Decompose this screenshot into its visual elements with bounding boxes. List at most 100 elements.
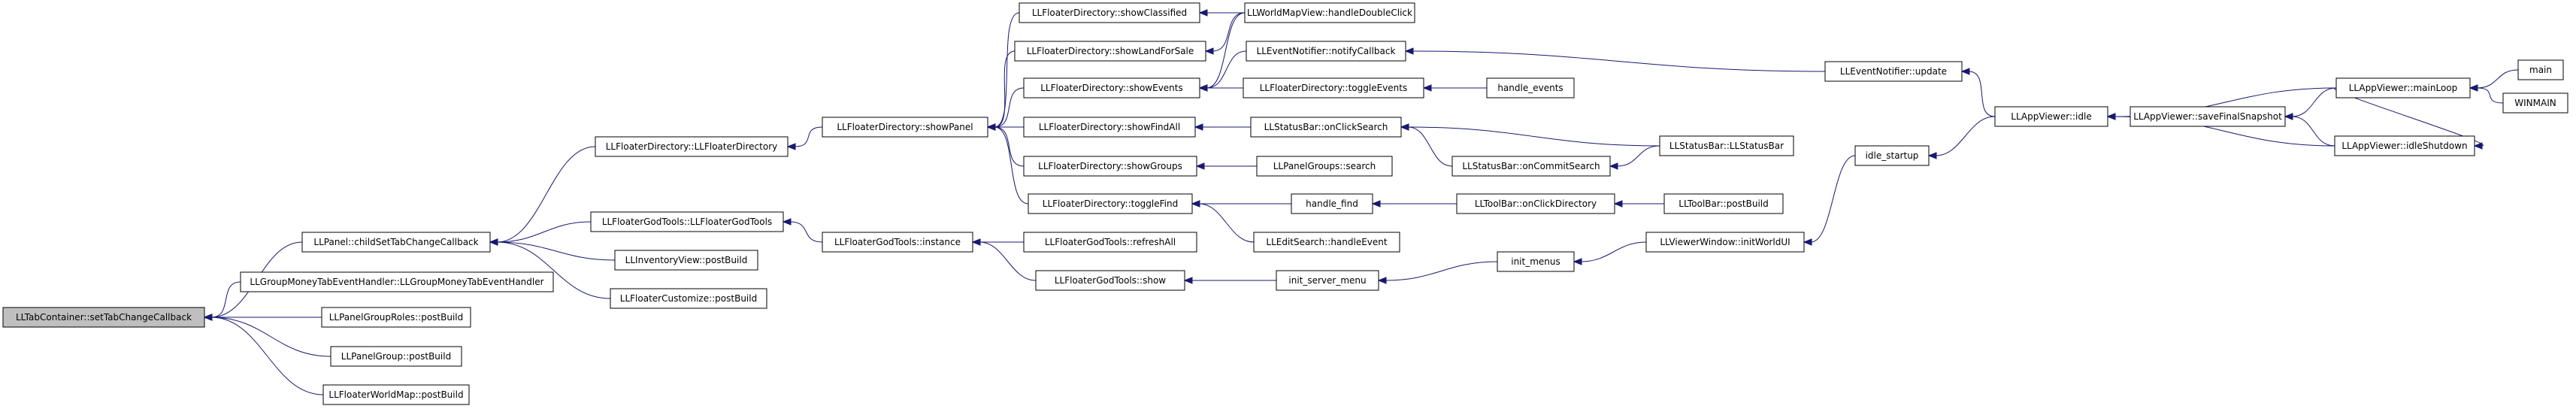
- graph-node-showLandForSale[interactable]: LLFloaterDirectory::showLandForSale: [1014, 41, 1206, 62]
- graph-node-initServerMenu[interactable]: init_server_menu: [1276, 270, 1379, 291]
- graph-node-godCtor[interactable]: LLFloaterGodTools::LLFloaterGodTools: [590, 211, 784, 232]
- graph-node-childSet[interactable]: LLPanel::childSetTabChangeCallback: [301, 232, 491, 253]
- graph-node-moneyTab[interactable]: LLGroupMoneyTabEventHandler::LLGroupMone…: [240, 271, 554, 292]
- node-box: [2130, 106, 2286, 127]
- node-label: LLAppViewer::saveFinalSnapshot: [2133, 111, 2282, 122]
- node-label: LLToolBar::onClickDirectory: [1475, 198, 1597, 209]
- graph-node-winmain[interactable]: WINMAIN: [2502, 92, 2568, 114]
- graph-node-panelGroupRoles[interactable]: LLPanelGroupRoles::postBuild: [321, 307, 471, 328]
- graph-node-invView[interactable]: LLInventoryView::postBuild: [614, 250, 758, 271]
- graph-node-mainLoop[interactable]: LLAppViewer::mainLoop: [2335, 77, 2471, 98]
- graph-node-sbCtor[interactable]: LLStatusBar::LLStatusBar: [1659, 135, 1794, 156]
- node-box: [2517, 59, 2564, 80]
- edge-arrowhead: [1422, 84, 1432, 92]
- graph-node-idleShutdown[interactable]: LLAppViewer::idleShutdown: [2334, 135, 2475, 156]
- edge-arrowhead: [2284, 113, 2293, 120]
- edge-line: [794, 126, 823, 147]
- edge-arrowhead: [1198, 84, 1208, 92]
- edge-arrowhead: [782, 218, 792, 226]
- call-edge-initWorldUI-to-initMenus: [1573, 241, 1647, 265]
- edge-arrowhead: [1803, 238, 1812, 246]
- graph-node-tbPostBuild[interactable]: LLToolBar::postBuild: [1663, 193, 1784, 214]
- graph-node-showFindAll[interactable]: LLFloaterDirectory::showFindAll: [1023, 117, 1196, 138]
- node-box: [1276, 270, 1379, 291]
- graph-node-appIdle[interactable]: LLAppViewer::idle: [1994, 106, 2108, 127]
- graph-node-handleFind[interactable]: handle_find: [1291, 193, 1373, 214]
- node-box: [1246, 41, 1406, 62]
- call-edge-sbClickSearch-to-showFindAll: [1194, 123, 1252, 131]
- graph-node-handleEvents[interactable]: handle_events: [1486, 77, 1575, 98]
- node-box: [1035, 270, 1185, 291]
- node-label: LLEditSearch::handleEvent: [1266, 237, 1387, 247]
- graph-node-sbClickSearch[interactable]: LLStatusBar::onClickSearch: [1250, 117, 1402, 138]
- edge-line: [1212, 12, 1246, 52]
- call-edge-editSearch-to-toggleFind: [1191, 200, 1255, 243]
- edge-line: [496, 146, 596, 243]
- graph-node-initWorldUI[interactable]: LLViewerWindow::initWorldUI: [1645, 232, 1805, 253]
- node-label: idle_startup: [1866, 150, 1919, 161]
- graph-node-root[interactable]: LLTabContainer::setTabChangeCallback: [2, 307, 205, 328]
- graph-node-showClassified[interactable]: LLFloaterDirectory::showClassified: [1019, 2, 1200, 23]
- graph-node-notifierUpdate[interactable]: LLEventNotifier::update: [1824, 61, 1963, 82]
- graph-node-toggleFind[interactable]: LLFloaterDirectory::toggleFind: [1028, 193, 1193, 214]
- edge-arrowhead: [2473, 142, 2483, 150]
- node-box: [2, 307, 205, 328]
- edge-line: [1580, 241, 1647, 262]
- call-edge-sbCtor-to-sbCommitSearch: [1609, 145, 1660, 170]
- node-box: [1253, 232, 1400, 253]
- call-edge-worldMap-to-root: [203, 314, 324, 395]
- node-label: LLFloaterGodTools::refreshAll: [1045, 237, 1176, 247]
- graph-node-notifyCb[interactable]: LLEventNotifier::notifyCallback: [1246, 41, 1406, 62]
- node-label: LLPanelGroupRoles::postBuild: [329, 312, 464, 323]
- graph-node-showEvents[interactable]: LLFloaterDirectory::showEvents: [1023, 77, 1200, 98]
- graph-node-customize[interactable]: LLFloaterCustomize::postBuild: [610, 288, 767, 309]
- node-label: LLFloaterDirectory::toggleFind: [1043, 198, 1178, 209]
- edge-line: [1412, 50, 1826, 72]
- node-label: LLStatusBar::onClickSearch: [1264, 122, 1388, 132]
- edge-arrowhead: [1960, 68, 1970, 75]
- edge-line: [1616, 145, 1660, 167]
- call-edge-handleEvents-to-toggleEvents: [1422, 84, 1487, 92]
- graph-node-worldMapDbl[interactable]: LLWorldMapView::handleDoubleClick: [1244, 2, 1415, 23]
- node-box: [1486, 77, 1575, 98]
- edge-arrowhead: [1191, 200, 1200, 208]
- graph-node-worldMap[interactable]: LLFloaterWorldMap::postBuild: [322, 384, 470, 405]
- graph-node-toggleEvents[interactable]: LLFloaterDirectory::toggleEvents: [1243, 77, 1424, 98]
- node-label: LLPanelGroups::search: [1273, 161, 1376, 171]
- graph-node-saveSnapshot[interactable]: LLAppViewer::saveFinalSnapshot: [2130, 106, 2286, 127]
- node-box: [2335, 77, 2471, 98]
- graph-node-tbClickDir[interactable]: LLToolBar::onClickDirectory: [1456, 193, 1615, 214]
- graph-node-initMenus[interactable]: init_menus: [1497, 251, 1575, 272]
- graph-node-godInstance[interactable]: LLFloaterGodTools::instance: [822, 232, 973, 253]
- graph-node-showPanel[interactable]: LLFloaterDirectory::showPanel: [822, 117, 988, 138]
- edge-arrowhead: [1609, 162, 1618, 170]
- edge-line: [210, 317, 324, 395]
- edge-line: [789, 221, 823, 243]
- edge-line: [994, 126, 1025, 167]
- node-label: LLFloaterDirectory::showClassified: [1032, 8, 1187, 18]
- node-label: LLFloaterGodTools::instance: [834, 237, 961, 247]
- node-label: WINMAIN: [2514, 98, 2556, 108]
- node-box: [1014, 41, 1206, 62]
- graph-node-dirCtor[interactable]: LLFloaterDirectory::LLFloaterDirectory: [595, 136, 789, 157]
- call-edge-sbCommitSearch-to-sbClickSearch: [1400, 123, 1453, 167]
- graph-node-editSearch[interactable]: LLEditSearch::handleEvent: [1253, 232, 1400, 253]
- graph-node-godShow[interactable]: LLFloaterGodTools::show: [1035, 270, 1185, 291]
- graph-node-refreshAll[interactable]: LLFloaterGodTools::refreshAll: [1023, 232, 1197, 253]
- call-edge-godShow-to-godInstance: [971, 238, 1037, 281]
- edge-line: [496, 241, 616, 261]
- node-box: [301, 232, 491, 253]
- graph-node-main[interactable]: main: [2517, 59, 2564, 80]
- graph-node-idleStartup[interactable]: idle_startup: [1854, 145, 1930, 166]
- graph-node-showGroups[interactable]: LLFloaterDirectory::showGroups: [1023, 156, 1197, 177]
- call-edge-toggleFind-to-showPanel: [986, 123, 1029, 204]
- node-label: LLFloaterCustomize::postBuild: [620, 293, 757, 304]
- edge-line: [1198, 203, 1255, 243]
- call-edge-moneyTab-to-root: [203, 281, 241, 321]
- graph-node-panelGroup[interactable]: LLPanelGroup::postBuild: [330, 346, 462, 367]
- graph-node-panelGroupsSearch[interactable]: LLPanelGroups::search: [1256, 156, 1393, 177]
- graph-node-sbCommitSearch[interactable]: LLStatusBar::onCommitSearch: [1451, 156, 1611, 177]
- edge-line: [994, 50, 1016, 128]
- node-label: LLPanelGroup::postBuild: [341, 351, 451, 362]
